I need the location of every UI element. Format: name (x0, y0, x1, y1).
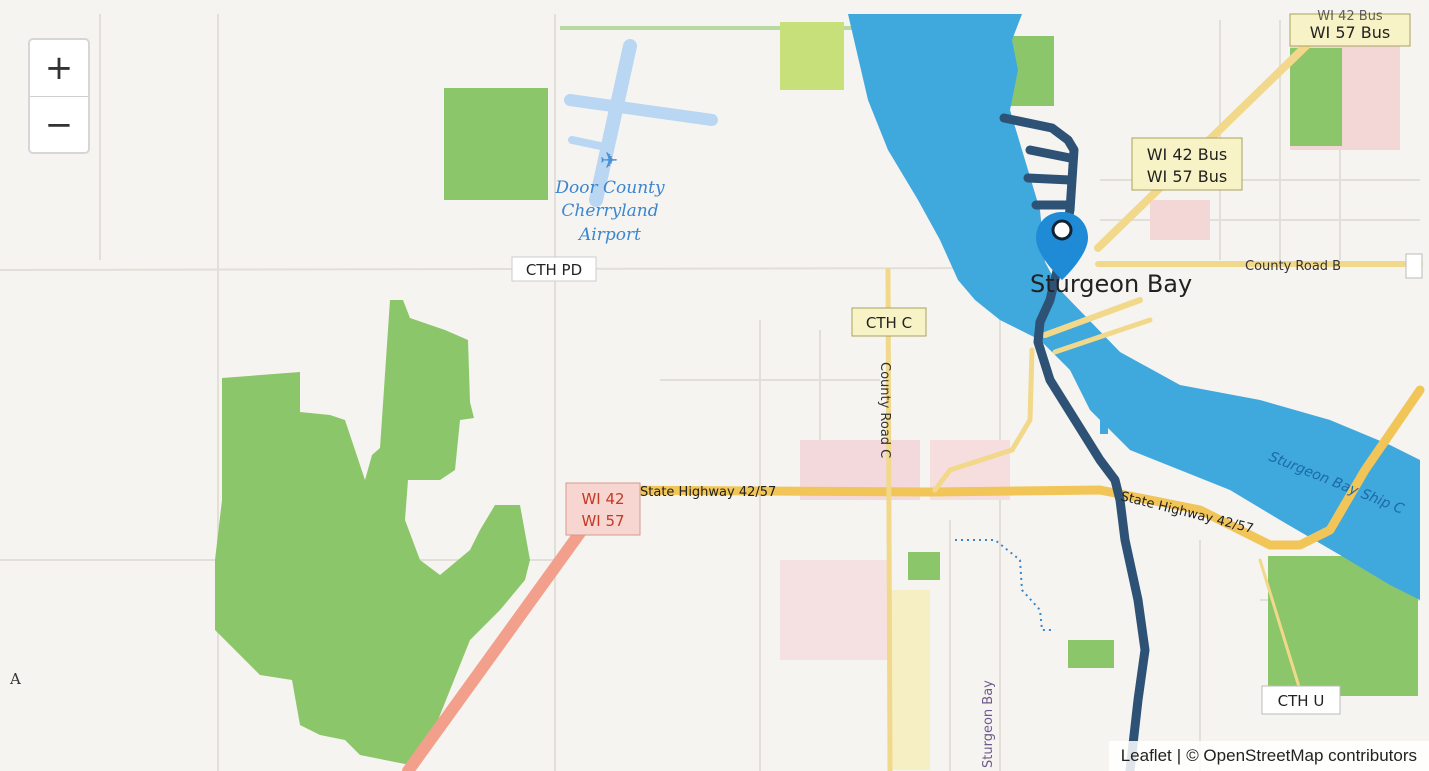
zoom-in-button[interactable]: + (44, 48, 74, 88)
wi-42-57-shield: WI 42 WI 57 (565, 482, 641, 536)
zoom-separator (30, 96, 88, 97)
trail-path (955, 539, 1055, 631)
county-road-c-label: County Road C (877, 362, 892, 458)
attribution-bar: Leaflet | © OpenStreetMap contributors (1108, 741, 1429, 771)
svg-text:WI 57: WI 57 (581, 512, 624, 530)
svg-text:WI 42 Bus: WI 42 Bus (1147, 145, 1228, 164)
svg-text:WI 42 Bus: WI 42 Bus (1317, 9, 1383, 24)
osm-link[interactable]: © OpenStreetMap contributors (1186, 746, 1417, 765)
svg-text:WI 57 Bus: WI 57 Bus (1310, 23, 1391, 42)
state-highway-label-west: State Highway 42/57 (640, 485, 776, 500)
svg-text:CTH PD: CTH PD (526, 261, 582, 279)
svg-text:WI 57 Bus: WI 57 Bus (1147, 167, 1228, 186)
location-marker[interactable] (1036, 212, 1088, 280)
svg-text:WI 42: WI 42 (581, 490, 624, 508)
water-bodies (848, 14, 1420, 600)
cth-u-shield: CTH U (1261, 685, 1341, 715)
zoom-control: + − (28, 38, 90, 154)
attribution-separator: | (1176, 746, 1182, 765)
airport-icon: ✈ (600, 149, 618, 174)
zoom-out-button[interactable]: − (44, 105, 74, 145)
airport-label-2: Cherryland (561, 201, 658, 221)
sturgeon-bay-street-label: Sturgeon Bay (981, 680, 996, 768)
edge-shield (1405, 253, 1423, 279)
edge-label: A (9, 670, 21, 688)
route-line[interactable] (999, 113, 1150, 771)
bus-shield-mid: WI 42 Bus WI 57 Bus (1131, 137, 1243, 191)
county-road-b-label: County Road B (1245, 259, 1341, 274)
cth-c-shield: CTH C (851, 307, 927, 337)
cth-pd-shield: CTH PD (511, 256, 597, 282)
city-label: Sturgeon Bay (1030, 270, 1192, 298)
airport-runways (564, 39, 718, 207)
airport-label-1: Door County (554, 178, 665, 198)
svg-text:CTH C: CTH C (866, 314, 912, 332)
airport-label-3: Airport (577, 225, 641, 245)
park-areas (215, 22, 1418, 765)
leaflet-link[interactable]: Leaflet (1120, 746, 1172, 765)
bus-shield-top: WI 57 Bus WI 42 Bus (1289, 9, 1411, 47)
svg-text:CTH U: CTH U (1278, 692, 1325, 710)
